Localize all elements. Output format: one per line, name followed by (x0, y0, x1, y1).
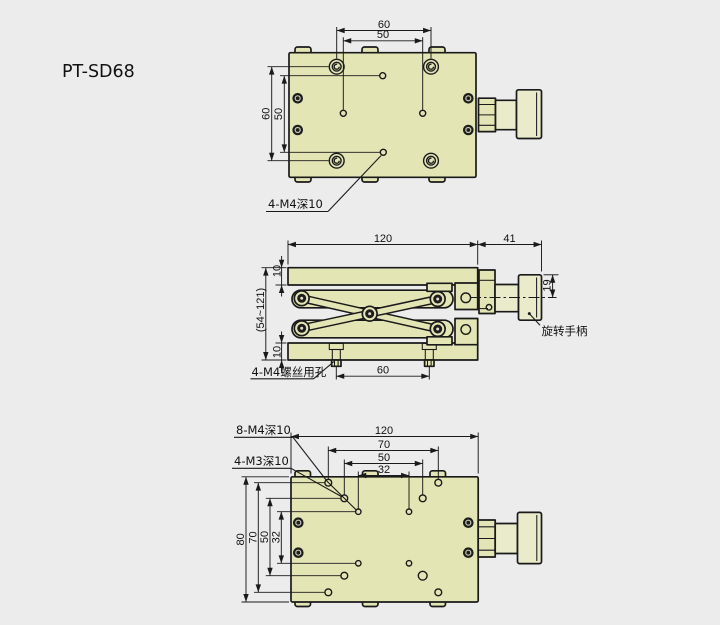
product-code: PT-SD68 (62, 62, 135, 82)
bottom-view: 120 70 50 32 80 70 50 (232, 423, 543, 608)
bottom-m3-label: 4-M3深10 (234, 454, 289, 468)
top-dim-60: 60 (378, 19, 390, 31)
side-view-knob (470, 269, 557, 322)
bottom-dim-70: 70 (378, 439, 390, 451)
side-dim-10-bottom: 10 (272, 346, 284, 358)
side-view-guide-blocks (454, 282, 479, 346)
bottom-view-body (290, 475, 480, 603)
bottom-view-knob (477, 511, 543, 565)
bottom-dim-50: 50 (378, 452, 390, 464)
side-dim-60: 60 (377, 365, 389, 377)
side-view: 120 41 10 (54~121) 10 60 19 4-M4螺丝用孔 (250, 233, 588, 380)
side-handle-label: 旋转手柄 (542, 324, 588, 338)
bottom-dim-120: 120 (375, 425, 393, 437)
bottom-dim-32v: 32 (271, 531, 283, 543)
side-base-holes-label: 4-M4螺丝用孔 (252, 365, 327, 379)
bottom-view-m4-holes (324, 478, 443, 597)
bottom-dim-80: 80 (235, 533, 247, 545)
top-view-knob (477, 88, 543, 140)
bottom-view-screws (293, 517, 474, 558)
side-view-scissor (291, 282, 454, 346)
side-view-top-plate (287, 266, 479, 286)
side-dim-120: 120 (374, 233, 392, 245)
top-view-body (288, 51, 477, 179)
top-holes-label: 4-M4深10 (268, 197, 323, 211)
top-view-counterbore-holes (328, 58, 440, 169)
bottom-view-m3-holes (354, 508, 413, 567)
top-view-m4-holes (339, 71, 427, 157)
bottom-dim-70v: 70 (247, 531, 259, 543)
top-dim-50-vertical: 50 (273, 108, 285, 120)
top-dim-60-vertical: 60 (260, 108, 272, 120)
top-dim-50: 50 (377, 29, 389, 41)
side-dim-10-top: 10 (272, 265, 284, 277)
top-view-screws (292, 93, 474, 136)
top-view-dimensions: 60 50 60 50 4-M4深10 (260, 19, 432, 213)
bottom-dim-32: 32 (378, 464, 390, 476)
bottom-view-dimensions: 120 70 50 32 80 70 50 (232, 423, 479, 603)
side-view-pivots (293, 290, 446, 338)
bottom-dim-50v: 50 (259, 531, 271, 543)
side-view-bottom-plate (287, 342, 479, 361)
side-dim-41: 41 (503, 233, 515, 245)
bottom-m4-label: 8-M4深10 (236, 423, 291, 437)
side-view-dimensions: 120 41 10 (54~121) 10 60 19 4-M4螺丝用孔 (250, 233, 588, 380)
top-view: 60 50 60 50 4-M4深10 (260, 19, 543, 213)
side-dim-height-range: (54~121) (255, 288, 267, 332)
side-dim-19: 19 (542, 279, 554, 291)
